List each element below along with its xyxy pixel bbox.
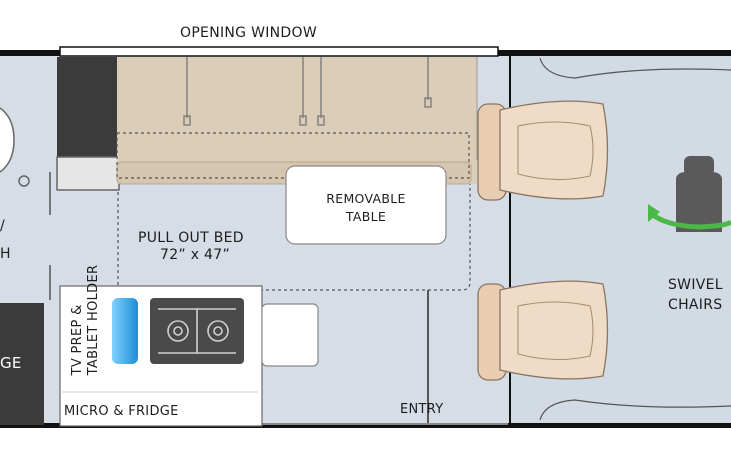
- opening-window-label: OPENING WINDOW: [180, 25, 317, 41]
- removable-table-label: REMOVABLE TABLE: [286, 190, 446, 226]
- left-partial-mid: H: [0, 246, 11, 262]
- captain-chair-icon-2: [477, 280, 609, 381]
- opening-window-frame: [59, 46, 499, 57]
- seat-belts: [183, 57, 432, 126]
- counter-extension: [261, 303, 319, 367]
- sink-icon: [112, 298, 138, 364]
- removable-table-line-1: REMOVABLE: [326, 191, 406, 206]
- tv-prep-line-2: TABLET HOLDER: [86, 264, 101, 376]
- bed-size-label: 72” x 47”: [160, 247, 231, 263]
- swivel-chairs-line-1: SWIVEL: [668, 277, 723, 293]
- swivel-arrow-icon: [650, 212, 731, 230]
- removable-table-line-2: TABLE: [345, 209, 387, 225]
- toilet-edge: [0, 107, 15, 173]
- swivel-chairs-line-2: CHAIRS: [668, 296, 723, 313]
- left-partial-top: /: [0, 218, 6, 234]
- seat-icon: [676, 156, 722, 232]
- wardrobe-cabinet: [57, 57, 117, 157]
- fixture-dot: [18, 175, 30, 187]
- tv-prep-label: TV PREP & TABLET HOLDER: [70, 265, 103, 376]
- captain-chair-icon: [477, 100, 609, 201]
- tv-prep-line-1: TV PREP &: [69, 304, 85, 376]
- pull-out-bed-label: PULL OUT BED: [138, 230, 244, 246]
- fridge-cabinet: [0, 303, 44, 425]
- cooktop-burners: [158, 308, 236, 354]
- bottom-wall: [0, 423, 731, 428]
- removable-table: [285, 165, 447, 245]
- cab-outline-top: [539, 57, 731, 79]
- entry-label: ENTRY: [400, 402, 444, 417]
- left-partial-bottom: GE: [0, 354, 22, 372]
- swivel-chairs-label: SWIVEL CHAIRS: [668, 276, 731, 315]
- micro-fridge-label: MICRO & FRIDGE: [64, 404, 179, 419]
- wardrobe-shelf: [56, 156, 120, 191]
- cab-outline-bottom: [539, 399, 731, 421]
- swivel-arrow-head: [648, 204, 660, 222]
